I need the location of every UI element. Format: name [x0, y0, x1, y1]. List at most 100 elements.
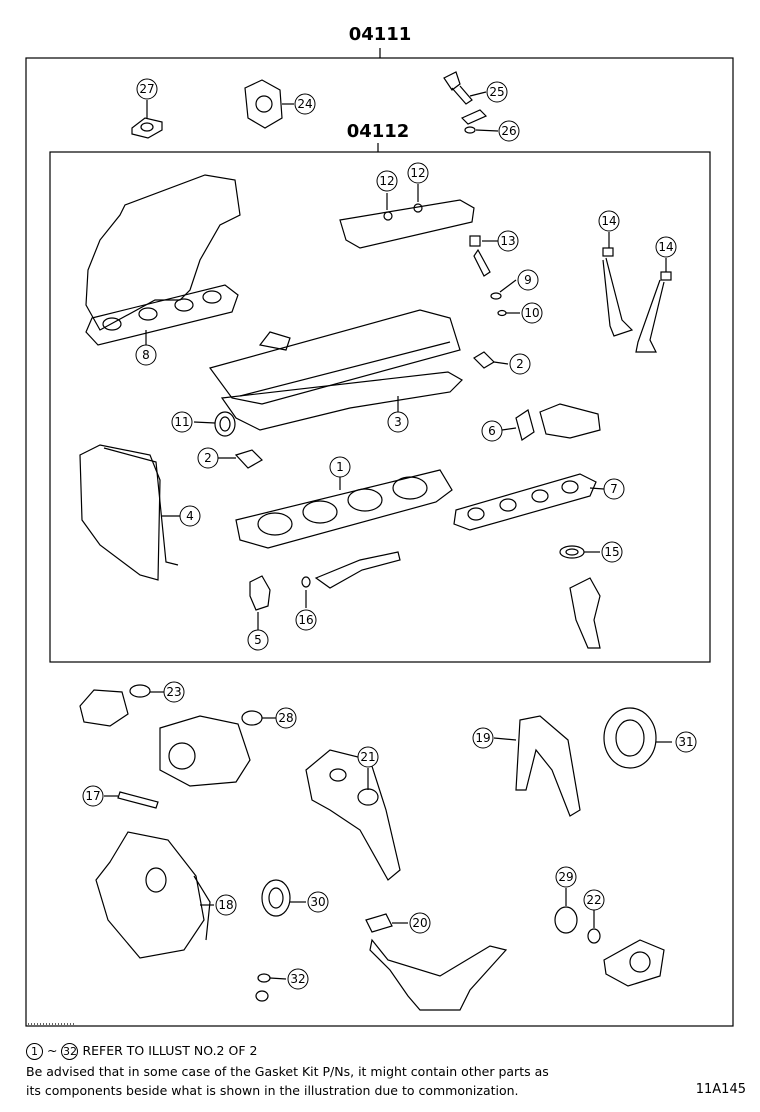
refer-text: REFER TO ILLUST NO.2 OF 2 — [82, 1043, 258, 1058]
part-2-grommet-upper — [473, 351, 509, 369]
callout-circle — [509, 353, 531, 375]
callout-30: 30 — [307, 891, 329, 913]
part-31-oil-seal — [603, 707, 672, 769]
callout-number: 11 — [174, 415, 189, 429]
callout-number: 9 — [524, 273, 532, 287]
callout-circle — [655, 236, 677, 258]
callout-number: 21 — [360, 750, 375, 764]
callout-number: 2 — [516, 357, 524, 371]
callout-2: 2 — [509, 353, 531, 375]
callout-number: 18 — [218, 898, 233, 912]
callout-14: 14 — [598, 210, 620, 232]
callout-6: 6 — [481, 420, 503, 442]
callout-circle — [498, 120, 520, 142]
callout-12: 12 — [376, 170, 398, 192]
callout-circle — [163, 681, 185, 703]
callout-23: 23 — [163, 681, 185, 703]
part-2-grommet-lower — [218, 449, 263, 469]
part-26-seal — [460, 109, 499, 134]
callout-5: 5 — [247, 629, 269, 651]
callout-number: 27 — [139, 82, 154, 96]
part-7-exhaust-manifold-gasket — [453, 473, 605, 531]
callout-number: 25 — [489, 85, 504, 99]
callout-17: 17 — [82, 785, 104, 807]
part-5-gasket — [249, 575, 271, 630]
callout-circle — [171, 411, 193, 433]
callout-circle — [294, 93, 316, 115]
part-23-water-outlet-gasket — [79, 684, 164, 727]
callout-number: 32 — [290, 972, 305, 986]
callout-1: 1 — [329, 456, 351, 478]
callout-circle — [497, 230, 519, 252]
callout-number: 12 — [410, 166, 425, 180]
part-25-bolt — [443, 71, 487, 105]
part-32-seal — [255, 973, 287, 1002]
callout-circle — [247, 629, 269, 651]
callout-circle — [486, 81, 508, 103]
callout-8: 8 — [135, 344, 157, 366]
callout-circle — [675, 731, 697, 753]
callout-32: 32 — [287, 968, 309, 990]
callout-circle — [601, 541, 623, 563]
range-start-circle: 1 — [26, 1043, 43, 1060]
range-separator: ~ — [46, 1043, 58, 1058]
callout-circle — [517, 269, 539, 291]
callout-number: 30 — [310, 895, 325, 909]
callout-circle — [555, 866, 577, 888]
part-8-intake-manifold-gasket — [85, 174, 241, 346]
callout-2: 2 — [197, 447, 219, 469]
callout-31: 31 — [675, 731, 697, 753]
callout-10: 10 — [521, 302, 543, 324]
part-19-oil-pump-gasket — [493, 715, 581, 817]
callout-circle — [307, 891, 329, 913]
callout-25: 25 — [486, 81, 508, 103]
callout-circle — [521, 302, 543, 324]
callout-number: 10 — [524, 306, 539, 320]
advisory-line-1: Be advised that in some case of the Gask… — [26, 1064, 549, 1079]
part-20-oil-strainer-gasket — [365, 913, 508, 1011]
callout-circle — [481, 420, 503, 442]
part-14-valve-seal-b — [635, 258, 672, 353]
inner-kit-frame — [49, 151, 711, 663]
callout-circle — [287, 968, 309, 990]
callout-number: 6 — [488, 424, 496, 438]
callout-number: 28 — [278, 711, 293, 725]
callout-number: 14 — [601, 214, 616, 228]
part-29-o-ring — [554, 888, 578, 934]
callout-circle — [295, 609, 317, 631]
callout-circle — [472, 727, 494, 749]
part-16-o-ring — [301, 551, 401, 608]
part-24-gasket — [244, 79, 294, 129]
callout-number: 20 — [412, 916, 427, 930]
callout-16: 16 — [295, 609, 317, 631]
fuel-rail-assembly — [339, 184, 475, 249]
callout-number: 2 — [204, 451, 212, 465]
callout-18: 18 — [215, 894, 237, 916]
part-30-oil-seal — [261, 879, 306, 917]
callout-number: 29 — [558, 870, 573, 884]
callout-7: 7 — [603, 478, 625, 500]
callout-19: 19 — [472, 727, 494, 749]
callout-circle — [197, 447, 219, 469]
outer-kit-frame — [25, 57, 734, 1027]
callout-number: 24 — [297, 97, 312, 111]
callout-29: 29 — [555, 866, 577, 888]
callout-number: 13 — [500, 234, 515, 248]
callout-circle — [135, 344, 157, 366]
callout-13: 13 — [497, 230, 519, 252]
part-9-seal — [490, 279, 517, 300]
callout-27: 27 — [136, 78, 158, 100]
part-22-o-ring — [587, 910, 665, 987]
callout-number: 3 — [394, 415, 402, 429]
callout-12: 12 — [407, 162, 429, 184]
part-17-gasket — [104, 791, 159, 809]
callout-circle — [598, 210, 620, 232]
part-6-egr-gasket — [501, 403, 601, 441]
callout-number: 1 — [336, 460, 344, 474]
callout-circle — [387, 411, 409, 433]
callout-20: 20 — [409, 912, 431, 934]
callout-28: 28 — [275, 707, 297, 729]
callout-3: 3 — [387, 411, 409, 433]
callout-number: 4 — [186, 509, 194, 523]
